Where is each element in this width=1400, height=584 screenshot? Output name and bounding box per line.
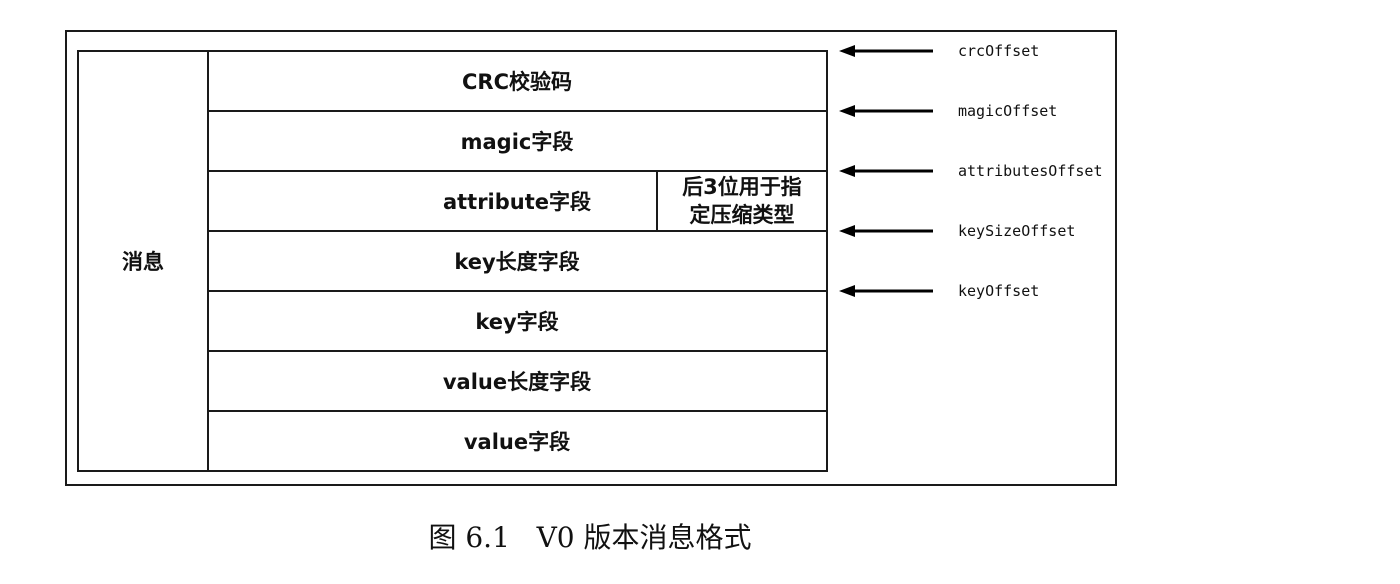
- offset-arrow-key-size: [839, 225, 933, 237]
- offset-label-crc: crcOffset: [958, 42, 1039, 60]
- attribute-note-line-1: 后3位用于指: [682, 175, 802, 199]
- figure-caption: 图 6.1 V0 版本消息格式: [428, 521, 751, 554]
- field-magic: magic字段: [461, 130, 574, 154]
- offset-arrow-key: [839, 285, 933, 297]
- offset-label-attributes: attributesOffset: [958, 162, 1103, 180]
- offset-label-magic: magicOffset: [958, 102, 1057, 120]
- table-border: [77, 50, 828, 472]
- offset-arrow-magic: [839, 105, 933, 117]
- field-value: value字段: [464, 430, 570, 454]
- offset-label-key: keyOffset: [958, 282, 1039, 300]
- field-key: key字段: [475, 310, 558, 334]
- offset-label-key-size: keySizeOffset: [958, 222, 1075, 240]
- offset-arrow-crc: [839, 45, 933, 57]
- field-value-length: value长度字段: [443, 370, 591, 394]
- field-crc: CRC校验码: [462, 70, 572, 94]
- field-key-length: key长度字段: [454, 250, 579, 274]
- outer-frame: [65, 30, 1117, 486]
- attribute-note-line-2: 定压缩类型: [690, 203, 795, 227]
- field-attribute: attribute字段: [443, 190, 591, 214]
- side-label: 消息: [122, 250, 164, 274]
- offset-arrow-attributes: [839, 165, 933, 177]
